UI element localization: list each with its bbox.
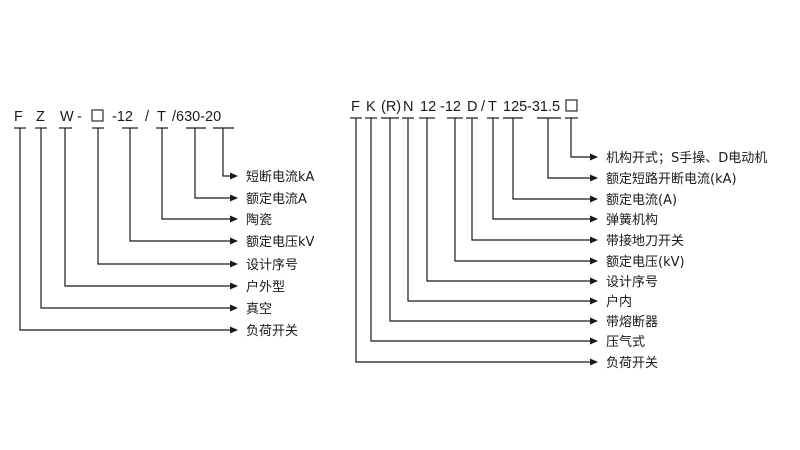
- right-arrowheads: [590, 153, 598, 366]
- right-label-spring-mechanism: 弹簧机构: [606, 212, 658, 228]
- right-code-t: T: [488, 99, 497, 115]
- left-label-short-time-current: 短断电流kA: [246, 170, 315, 185]
- right-label-rated-current: 额定电流(A): [606, 193, 677, 208]
- right-label-short-circuit-breaking-current: 额定短路开断电流(kA): [606, 171, 737, 187]
- left-label-vacuum: 真空: [246, 302, 272, 317]
- right-code-f: F: [351, 99, 360, 115]
- right-label-mechanism-type: 机构开式；S手操、D电动机: [606, 150, 767, 166]
- left-arrowheads: [230, 172, 238, 334]
- left-label-rated-current: 额定电流A: [246, 192, 307, 207]
- left-code-rating: /630-20: [172, 109, 221, 125]
- right-label-design-number: 设计序号: [606, 275, 658, 290]
- left-label-ceramic: 陶瓷: [246, 212, 272, 228]
- right-label-indoor: 户内: [606, 294, 632, 310]
- right-code-current: 125: [503, 99, 527, 115]
- right-label-gas-type: 压气式: [606, 334, 645, 350]
- right-code-voltage: -12: [440, 99, 461, 115]
- right-code-d: D: [467, 99, 477, 115]
- right-label-load-switch: 负荷开关: [606, 356, 658, 371]
- right-leader-lines: [355, 118, 596, 363]
- left-leader-lines: [19, 128, 236, 331]
- left-code-f: F: [14, 109, 23, 125]
- right-code-slash: /: [481, 99, 486, 115]
- left-code-t: T: [157, 109, 166, 125]
- left-label-outdoor-type: 户外型: [246, 279, 285, 295]
- left-code-slash-1: /: [145, 109, 150, 125]
- left-diagram: F Z W - -12 / T /630-20: [14, 109, 315, 339]
- right-code-r: (R): [381, 99, 401, 115]
- left-code-dash: -: [77, 109, 82, 125]
- left-code-w: W: [60, 109, 74, 125]
- right-code-n: N: [403, 99, 413, 115]
- left-label-load-switch: 负荷开关: [246, 324, 298, 339]
- left-code-placeholder-box: [91, 109, 104, 122]
- right-diagram: F K (R) N 12 -12 D / T 125 -31.5: [350, 99, 767, 371]
- right-code-breaking: -31.5: [527, 99, 560, 115]
- left-label-rated-voltage: 额定电压kV: [246, 235, 315, 250]
- right-label-with-fuse: 带熔断器: [606, 315, 658, 330]
- left-code-z: Z: [36, 109, 45, 125]
- right-label-earthing-switch: 带接地刀开关: [606, 233, 684, 249]
- left-label-design-number: 设计序号: [246, 258, 298, 273]
- right-code-k: K: [366, 99, 376, 115]
- right-code-placeholder-box: [565, 99, 578, 112]
- right-label-rated-voltage: 额定电压(kV): [606, 255, 685, 270]
- right-code-design: 12: [420, 99, 436, 115]
- left-code-voltage: -12: [112, 109, 133, 125]
